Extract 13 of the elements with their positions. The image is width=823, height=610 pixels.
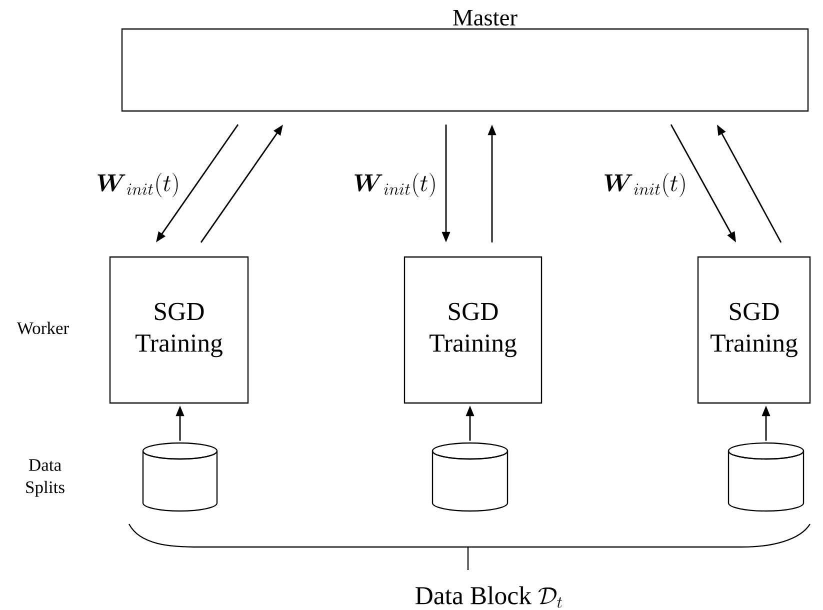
edge-label: $\boldsymbol{W}_{init}(t)$: [98, 172, 178, 198]
data-cylinder: [728, 442, 804, 512]
master-label: Master: [453, 10, 518, 26]
edge-label: $\boldsymbol{W}_{init}(t)$: [604, 172, 685, 198]
worker-box: SGD Training: [109, 256, 249, 404]
worker-box: SGD Training: [404, 256, 542, 404]
caption-text: Data Block $\mathcal{D}_t$: [416, 586, 562, 608]
edge-label: $\boldsymbol{W}_{init}(t)$: [354, 172, 435, 198]
row-label: Data Splits: [26, 459, 64, 497]
row-label: Worker: [16, 322, 69, 334]
data-cylinder: [142, 442, 218, 512]
data-cylinder: [432, 442, 508, 512]
worker-box: SGD Training: [697, 256, 811, 404]
